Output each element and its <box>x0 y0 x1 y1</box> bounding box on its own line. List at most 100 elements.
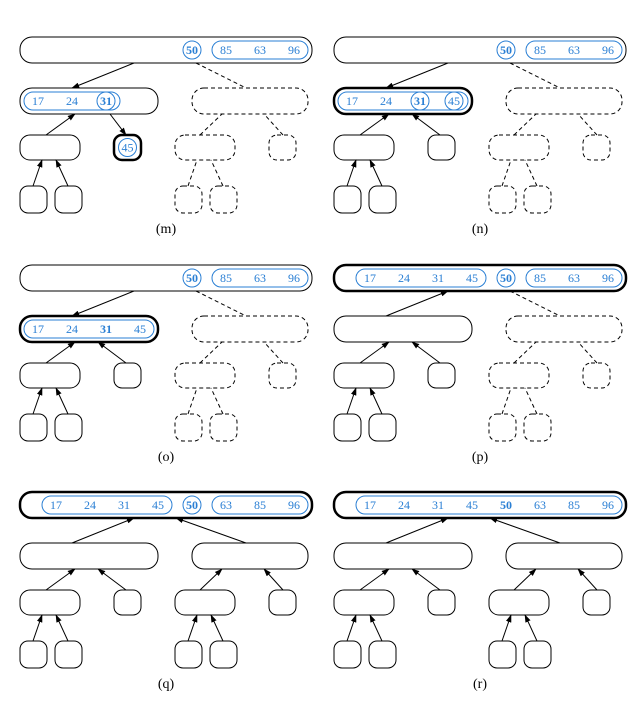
edge-root-left <box>71 517 135 544</box>
node-left-right <box>112 133 143 162</box>
edge-root-left <box>385 290 449 317</box>
node-value: 96 <box>288 498 300 512</box>
node-right-right <box>582 362 611 389</box>
node-left-left <box>19 589 81 616</box>
node-right-left <box>488 589 550 616</box>
node-leaf-b <box>368 640 397 669</box>
node-left <box>19 87 159 115</box>
node-right <box>505 315 623 343</box>
node-left <box>333 542 473 570</box>
edge-left-leftright <box>97 341 127 364</box>
value-group-outline <box>211 268 309 288</box>
node-value: 45 <box>122 141 134 155</box>
node-left <box>333 315 473 343</box>
node-right-right <box>582 589 611 616</box>
node-root <box>332 490 628 520</box>
node-value: 31 <box>118 498 130 512</box>
edge-right-rightleft <box>199 341 223 364</box>
node-leaf-a <box>19 413 48 442</box>
node-value: 85 <box>534 271 546 285</box>
value-group-outline <box>211 40 309 60</box>
node-leaf-d <box>523 640 552 669</box>
panel-caption: (o) <box>158 450 175 465</box>
edge-leaf-a <box>346 159 357 187</box>
node-value: 45 <box>466 271 478 285</box>
node-value: 85 <box>220 271 232 285</box>
edge-leaf-d <box>210 159 224 187</box>
node-value: 17 <box>364 271 376 285</box>
node-value: 96 <box>288 271 300 285</box>
node-value: 50 <box>500 43 512 57</box>
edge-left-leftleft <box>359 113 390 136</box>
node-left <box>332 86 474 116</box>
node-left-left <box>19 362 81 389</box>
node-left-right <box>427 134 456 161</box>
node-leaf-d <box>523 413 552 442</box>
edge-left-leftleft <box>359 568 390 591</box>
node-leaf-c <box>174 185 203 214</box>
edge-leaf-c <box>187 159 198 187</box>
node-value: 63 <box>254 43 266 57</box>
edge-leaf-d <box>210 387 224 415</box>
node-left-left <box>333 589 395 616</box>
pivot-circle <box>444 91 464 111</box>
node-leaf-a <box>333 640 362 669</box>
node-value: 85 <box>534 43 546 57</box>
node-right <box>505 87 623 115</box>
node-value: 63 <box>220 498 232 512</box>
pivot-circle <box>182 40 202 60</box>
node-root <box>19 36 313 64</box>
edge-right-rightright <box>577 341 598 364</box>
node-leaf-b <box>54 640 83 669</box>
edge-leaf-c <box>501 387 512 415</box>
node-value: 24 <box>398 498 410 512</box>
node-value: 85 <box>220 43 232 57</box>
node-value: 50 <box>186 271 198 285</box>
edge-root-left <box>71 290 135 317</box>
node-value: 17 <box>346 94 358 108</box>
panel-caption: (p) <box>472 450 489 465</box>
node-value: 24 <box>66 94 78 108</box>
node-right-right <box>268 134 297 161</box>
edge-left-leftright <box>411 341 441 364</box>
node-leaf-b <box>54 185 83 214</box>
pivot-circle <box>496 268 516 288</box>
edge-root-left <box>385 517 449 544</box>
node-value: 45 <box>466 498 478 512</box>
edge-leaf-a <box>32 387 43 415</box>
node-right <box>505 542 623 570</box>
node-value: 17 <box>364 498 376 512</box>
node-value: 96 <box>602 43 614 57</box>
node-left-left <box>19 134 81 161</box>
node-right <box>191 542 309 570</box>
node-leaf-c <box>488 413 517 442</box>
node-left-right <box>113 362 142 389</box>
node-value: 31 <box>432 498 444 512</box>
node-value: 45 <box>448 94 460 108</box>
edge-left-leftleft <box>359 341 390 364</box>
node-value: 45 <box>152 498 164 512</box>
edge-right-rightleft <box>513 341 537 364</box>
node-value: 96 <box>288 43 300 57</box>
edge-root-right <box>509 62 561 89</box>
edge-right-rightleft <box>513 568 537 591</box>
edge-left-leftright <box>411 113 441 136</box>
pivot-circle <box>496 40 516 60</box>
edge-root-right <box>175 517 247 544</box>
node-value: 85 <box>254 498 266 512</box>
edge-root-right <box>195 290 247 317</box>
value-group-outline <box>525 40 623 60</box>
node-leaf-c <box>488 185 517 214</box>
edge-right-rightright <box>577 113 598 136</box>
node-right-left <box>174 589 236 616</box>
panel-caption: (m) <box>156 222 177 237</box>
edge-right-rightright <box>263 568 284 591</box>
panel-caption: (q) <box>158 677 175 692</box>
edge-root-right <box>489 517 561 544</box>
node-leaf-b <box>368 413 397 442</box>
edge-leaf-d <box>524 387 538 415</box>
